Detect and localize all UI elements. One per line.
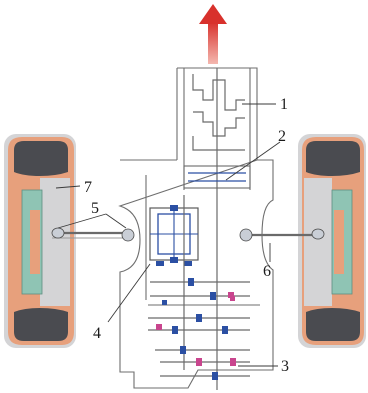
leader-lines: [55, 103, 281, 367]
label-4: 4: [93, 325, 101, 342]
label-7: 7: [84, 179, 92, 196]
label-3: 3: [281, 358, 289, 375]
label-5: 5: [91, 200, 99, 217]
clutch-assembly: [192, 68, 245, 390]
right-wheel: [298, 134, 366, 348]
right-half-shaft: [239, 228, 325, 242]
differential: [149, 205, 199, 266]
direction-arrow: [199, 4, 227, 64]
left-wheel: [4, 134, 76, 348]
label-2: 2: [278, 128, 286, 145]
transmission-housing: [118, 67, 274, 389]
gear-sets: [148, 195, 250, 380]
label-1: 1: [280, 96, 288, 113]
label-6: 6: [263, 263, 271, 280]
